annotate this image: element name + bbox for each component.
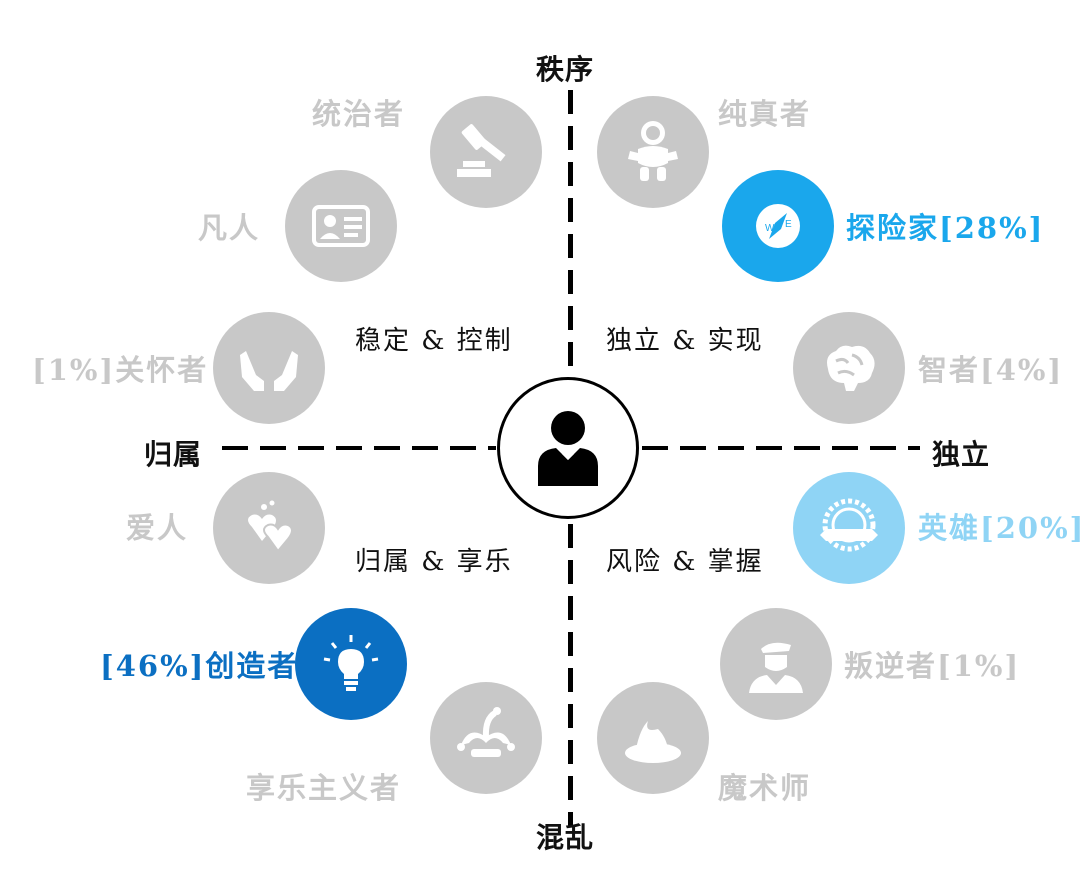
gavel-icon [457, 124, 506, 177]
archetype-sage[interactable] [793, 312, 905, 424]
quadrant-label-top-right: 独立 & 实现 [606, 326, 764, 356]
vertical-axis-top [568, 90, 573, 376]
person-icon [538, 411, 598, 486]
archetype-creator[interactable] [295, 608, 407, 720]
quadrant-label-bottom-left: 归属 & 享乐 [355, 547, 513, 577]
vertical-axis-bottom [568, 524, 573, 826]
archetype-label-sage: 智者[4%] [918, 353, 1064, 387]
quadrant-label-bottom-right: 风险 & 掌握 [606, 547, 764, 577]
baby-icon [628, 121, 678, 181]
archetype-label-hero: 英雄[20%] [918, 511, 1080, 545]
svg-text:E: E [785, 219, 792, 230]
center-circle [497, 377, 639, 519]
archetype-label-outlaw: 叛逆者[1%] [844, 649, 1021, 683]
archetype-label-caregiver: [1%]关怀者 [32, 353, 209, 387]
archetype-label-explorer: 探险家[28%] [846, 211, 1045, 245]
lightbulb-icon [323, 635, 379, 691]
id-card-icon [312, 205, 370, 247]
archetype-hero[interactable] [793, 472, 905, 584]
horizontal-axis-right [642, 446, 920, 450]
archetype-ruler[interactable] [430, 96, 542, 208]
archetype-label-creator: [46%]创造者 [100, 649, 299, 683]
archetype-label-ruler: 统治者 [312, 97, 406, 131]
archetype-label-lover: 爱人 [126, 511, 189, 545]
outlaw-icon [749, 642, 803, 693]
archetype-label-magician: 魔术师 [718, 771, 812, 805]
axis-label-top: 秩序 [536, 53, 595, 86]
axis-label-right: 独立 [932, 438, 991, 471]
horizontal-axis-left [222, 446, 496, 450]
jester-hat-icon [457, 707, 515, 757]
archetype-jester[interactable] [430, 682, 542, 794]
wizard-hat-icon [625, 721, 681, 763]
badge-icon [820, 498, 878, 552]
svg-text:W: W [765, 223, 775, 234]
archetype-explorer[interactable]: W E [722, 170, 834, 282]
archetype-label-everyman: 凡人 [198, 211, 261, 245]
axis-label-bottom: 混乱 [536, 821, 595, 854]
hands-icon [240, 351, 298, 391]
brain-icon [827, 345, 875, 391]
archetype-caregiver[interactable] [213, 312, 325, 424]
archetype-label-jester: 享乐主义者 [246, 771, 402, 805]
archetype-outlaw[interactable] [720, 608, 832, 720]
archetype-everyman[interactable] [285, 170, 397, 282]
quadrant-label-top-left: 稳定 & 控制 [355, 326, 513, 356]
archetype-innocent[interactable] [597, 96, 709, 208]
archetype-label-innocent: 纯真者 [718, 97, 812, 131]
axis-label-left: 归属 [144, 438, 203, 471]
archetype-lover[interactable] [213, 472, 325, 584]
compass-icon: W E [756, 204, 800, 248]
hearts-icon [248, 500, 293, 553]
archetype-magician[interactable] [597, 682, 709, 794]
